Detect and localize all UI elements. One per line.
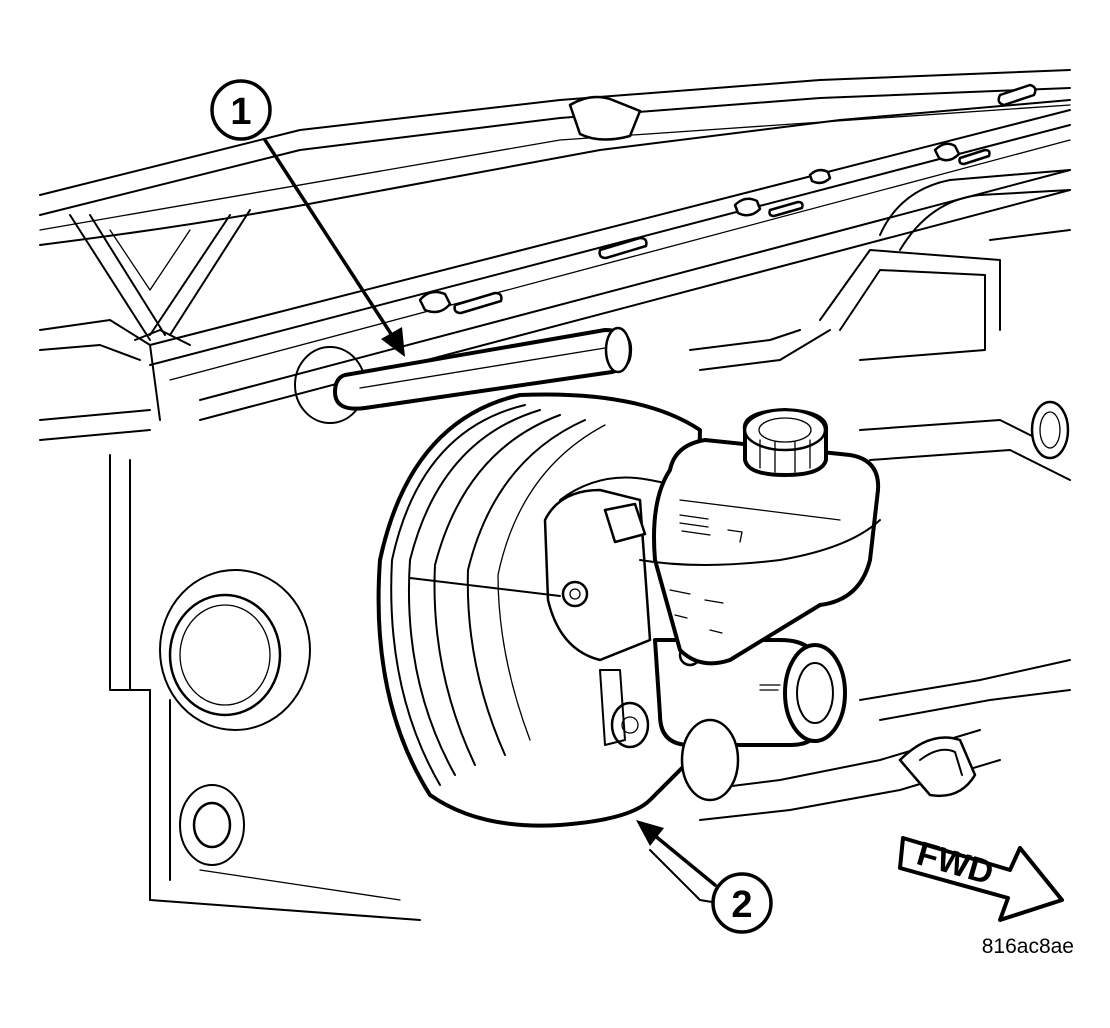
callout-2-label: 2 [731,884,752,926]
callout-1-label: 1 [230,91,251,133]
figure-id: 816ac8ae [982,935,1074,958]
cowl-panel-linework [39,69,1071,921]
brake-fluid-reservoir [639,408,881,666]
brake-booster [376,392,702,828]
callout-2: 2 [636,820,773,934]
vacuum-hose [294,326,633,424]
forward-direction-arrow: FWD [898,835,1064,922]
callout-1: 1 [210,79,405,357]
lower-left-grommet [179,784,245,866]
master-cylinder [599,638,847,802]
left-grommet [159,569,311,731]
